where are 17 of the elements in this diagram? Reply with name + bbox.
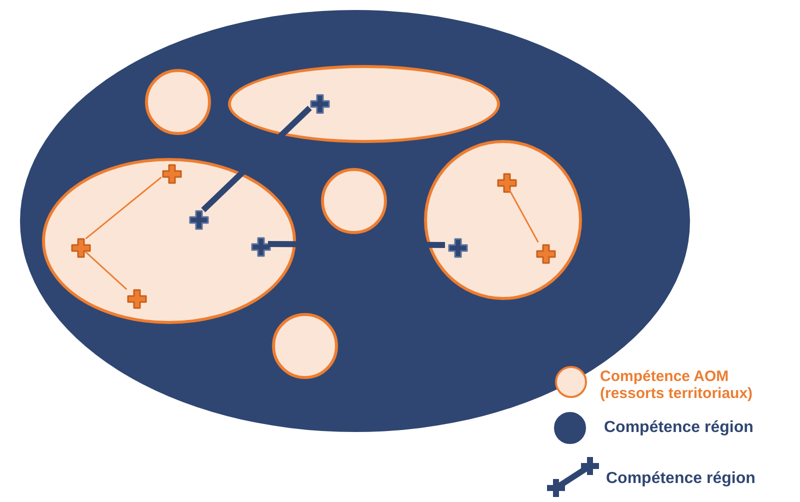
connector-line: [84, 251, 128, 290]
connector-line: [508, 188, 539, 243]
cross-marker: [448, 238, 468, 258]
cross-marker: [162, 164, 182, 184]
cross-marker: [310, 94, 330, 114]
cross-marker: [127, 289, 147, 309]
legend-text: Compétence région: [606, 470, 756, 488]
connector-line: [268, 241, 446, 248]
cross-marker: [251, 237, 271, 257]
cross-marker: [189, 210, 209, 230]
cross-marker: [497, 173, 517, 193]
connector-line: [85, 176, 162, 240]
legend-text: Compétence région: [604, 419, 754, 437]
connector-line: [201, 106, 312, 212]
cross-marker: [71, 238, 91, 258]
legend-text: Compétence AOM (ressorts territoriaux): [600, 368, 754, 402]
cross-marker: [536, 244, 556, 264]
